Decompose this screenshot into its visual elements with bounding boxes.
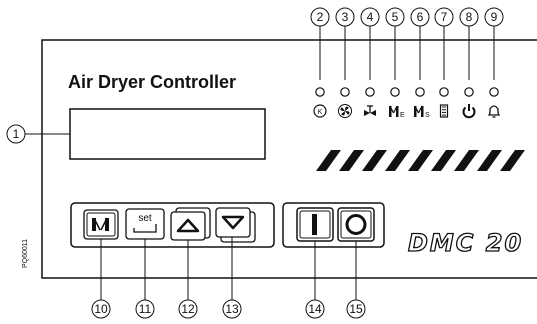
callout-4 xyxy=(360,7,380,27)
svg-text:K: K xyxy=(318,109,323,116)
indicator-2: 2K xyxy=(310,7,330,118)
svg-text:S: S xyxy=(425,112,430,119)
svg-text:10: 10 xyxy=(94,302,108,316)
start-button[interactable] xyxy=(296,207,334,242)
callout-number: 8 xyxy=(466,10,473,24)
panel-outline xyxy=(41,39,537,279)
svg-text:14: 14 xyxy=(308,302,322,316)
enter-arrow-icon xyxy=(133,224,157,233)
battery-icon xyxy=(439,104,449,118)
callout-14: 14 xyxy=(305,241,325,319)
indicator-4: 4 xyxy=(360,7,380,116)
stripe xyxy=(454,150,479,171)
fan-icon xyxy=(338,104,352,118)
stripe xyxy=(500,150,525,171)
stripe xyxy=(431,150,456,171)
indicator-led xyxy=(464,87,474,97)
svg-text:E: E xyxy=(400,112,405,119)
svg-text:15: 15 xyxy=(349,302,363,316)
tower-icon xyxy=(92,217,109,231)
svg-text:13: 13 xyxy=(225,302,239,316)
tower-e-icon: E xyxy=(389,105,405,119)
callout-13: 13 xyxy=(222,237,242,319)
callout-6 xyxy=(410,7,430,27)
callout-2 xyxy=(310,7,330,27)
callout-number: 9 xyxy=(491,10,498,24)
drain-valve-icon xyxy=(364,105,376,116)
callout-8 xyxy=(459,7,479,27)
indicator-led xyxy=(390,87,400,97)
display-window xyxy=(69,108,266,160)
tower-s-icon: S xyxy=(414,105,430,119)
on-icon xyxy=(312,214,317,235)
callout-number: 3 xyxy=(342,10,349,24)
indicator-6: 6S xyxy=(410,7,430,119)
stripe xyxy=(408,150,433,171)
stripe xyxy=(385,150,410,171)
indicator-5: 5E xyxy=(385,7,405,119)
chevron-up-icon xyxy=(176,218,200,233)
indicator-led xyxy=(365,87,375,97)
indicator-3: 3 xyxy=(335,7,355,118)
k-circle-icon: K xyxy=(313,104,327,118)
set-button[interactable]: set xyxy=(125,208,165,240)
stripe xyxy=(316,150,341,171)
alarm-bell-icon xyxy=(487,105,501,118)
drawing-code: PQ60011 xyxy=(22,239,29,268)
tower-button[interactable] xyxy=(83,209,119,240)
callout-number: 2 xyxy=(317,10,324,24)
callout-9 xyxy=(484,7,504,27)
stop-button[interactable] xyxy=(337,207,375,242)
indicator-led xyxy=(439,87,449,97)
svg-text:11: 11 xyxy=(139,302,152,316)
stripe xyxy=(477,150,502,171)
keypad-frame xyxy=(70,202,275,248)
model-name: DMC 20 xyxy=(408,229,523,257)
power-icon xyxy=(462,104,476,119)
callout-10: 10 xyxy=(91,239,111,319)
off-icon xyxy=(345,214,367,235)
callout-5 xyxy=(385,7,405,27)
down-button[interactable] xyxy=(215,207,256,243)
callout-number: 5 xyxy=(392,10,399,24)
callout-11: 11 xyxy=(135,239,155,319)
stripe xyxy=(362,150,387,171)
callout-1: 1 xyxy=(6,124,70,144)
callout-number: 4 xyxy=(367,10,374,24)
callout-number: 6 xyxy=(417,10,424,24)
chevron-down-icon xyxy=(221,215,245,230)
callout-3 xyxy=(335,7,355,27)
callout-12: 12 xyxy=(178,240,198,319)
svg-text:12: 12 xyxy=(181,302,195,316)
callout-number: 7 xyxy=(441,10,448,24)
svg-text:1: 1 xyxy=(13,127,20,141)
up-button[interactable] xyxy=(170,207,211,241)
indicator-led xyxy=(315,87,325,97)
callout-7 xyxy=(434,7,454,27)
set-label: set xyxy=(138,213,152,224)
indicator-led xyxy=(340,87,350,97)
indicator-9: 9 xyxy=(484,7,504,118)
indicator-8: 8 xyxy=(459,7,479,119)
panel-title: Air Dryer Controller xyxy=(68,72,236,92)
indicator-7: 7 xyxy=(434,7,454,118)
indicator-led xyxy=(415,87,425,97)
decorative-stripes xyxy=(316,150,525,171)
start-stop-frame xyxy=(282,202,385,248)
indicator-led xyxy=(489,87,499,97)
stripe xyxy=(339,150,364,171)
callout-15: 15 xyxy=(346,241,366,319)
